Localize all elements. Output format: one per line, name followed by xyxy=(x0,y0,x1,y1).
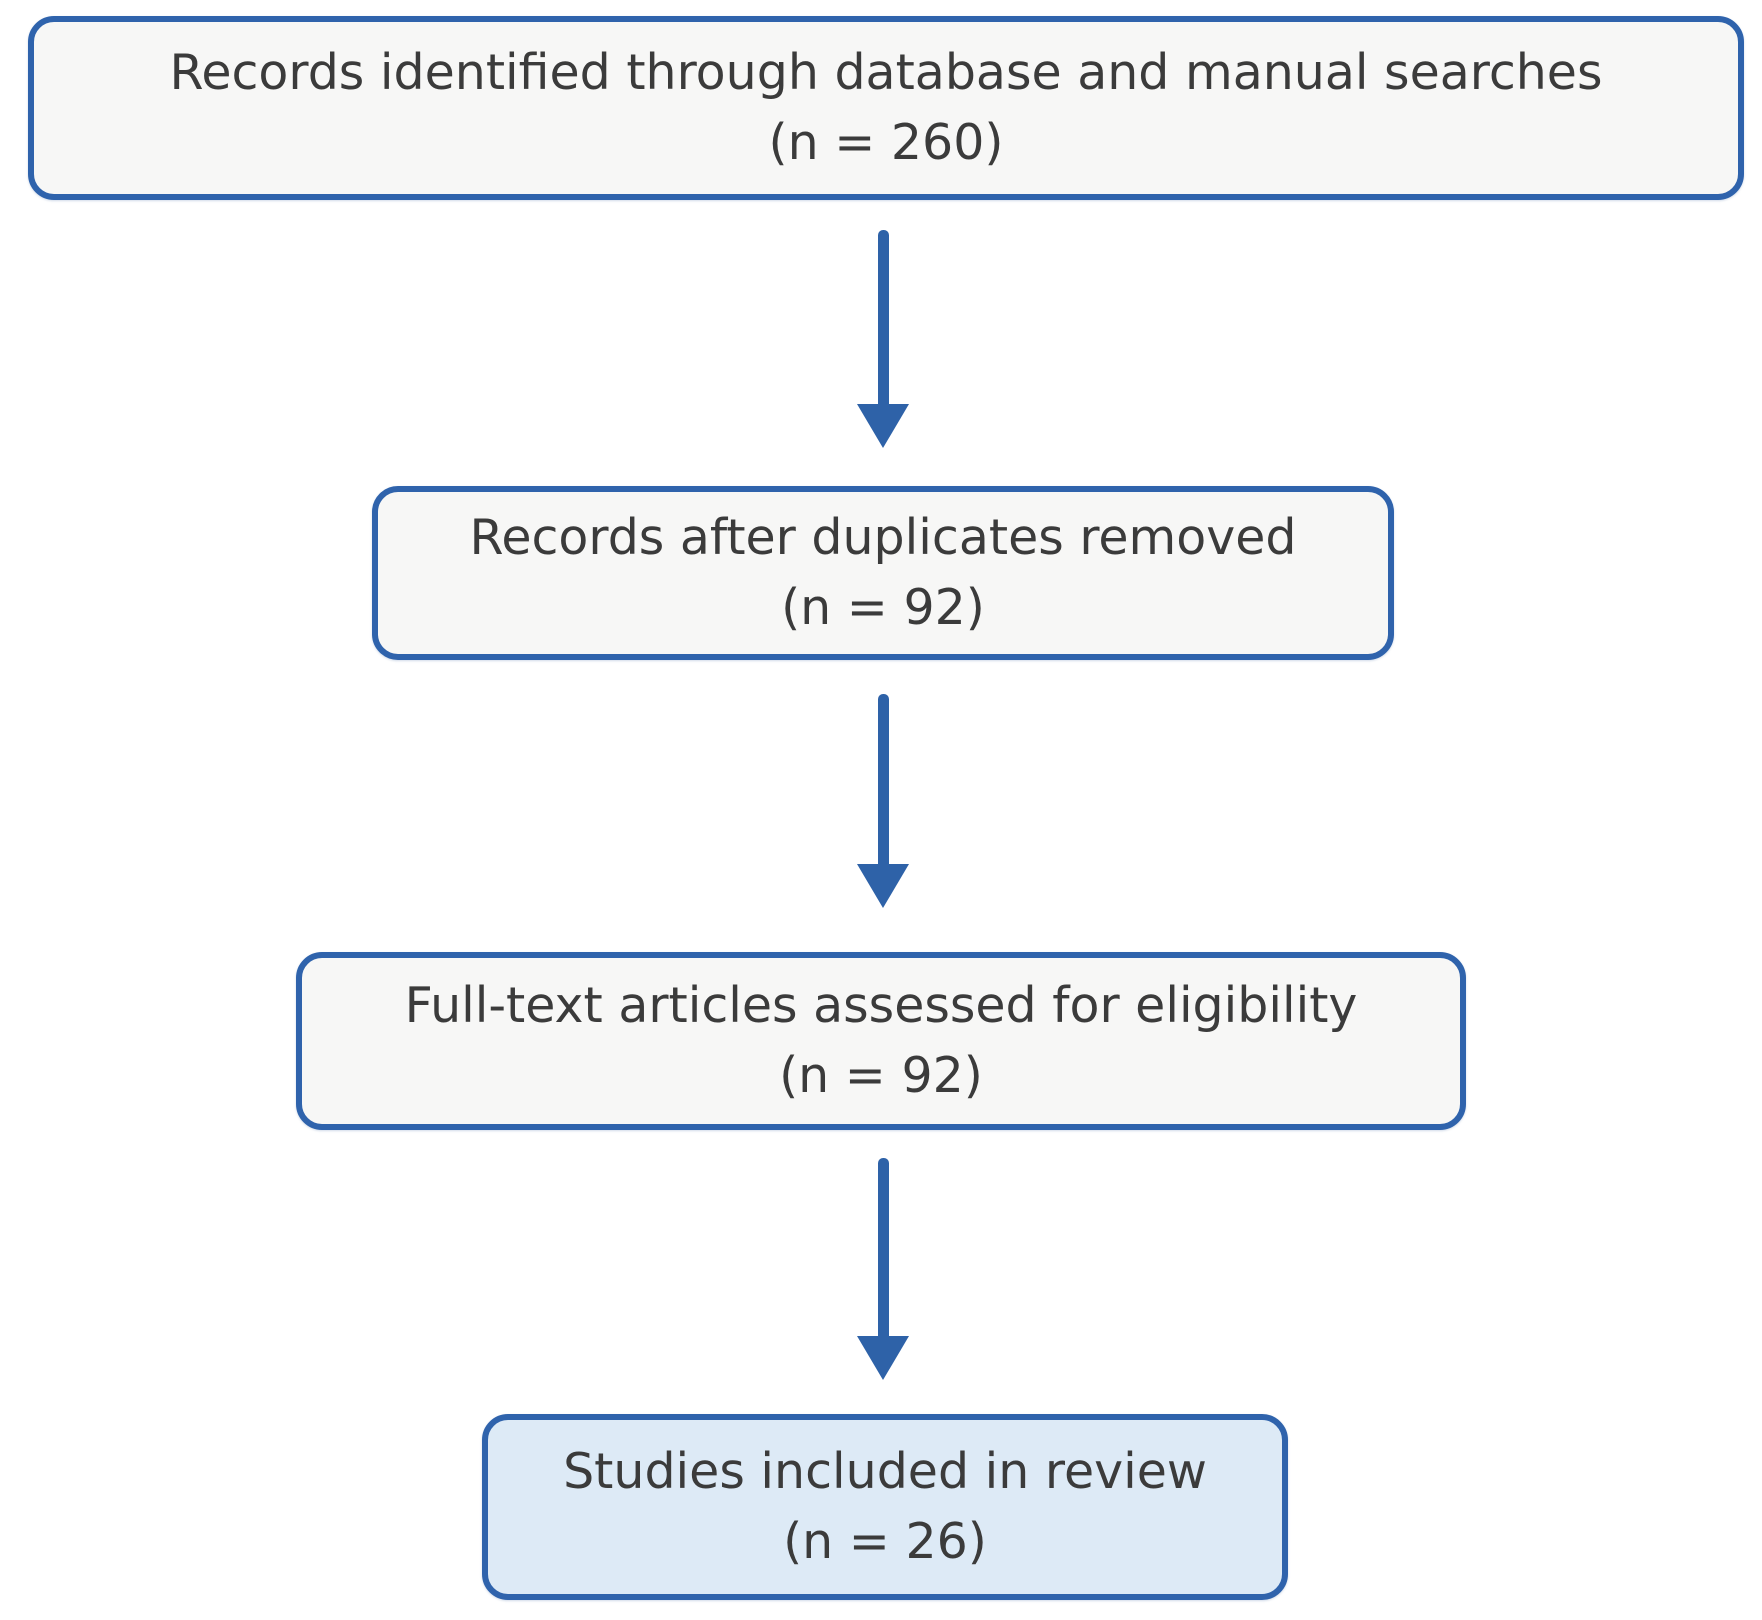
box-count: (n = 26) xyxy=(783,1513,987,1570)
flow-box-duplicates-removed: Records after duplicates removed (n = 92… xyxy=(372,486,1394,660)
arrow-shaft xyxy=(877,1158,889,1336)
arrow-shaft xyxy=(877,230,889,404)
arrow-head-icon xyxy=(857,1336,909,1380)
box-label: Full-text articles assessed for eligibil… xyxy=(404,977,1358,1035)
flow-box-studies-included: Studies included in review (n = 26) xyxy=(482,1414,1288,1600)
down-arrow-3 xyxy=(855,1158,911,1380)
box-count: (n = 92) xyxy=(781,579,985,636)
box-count: (n = 260) xyxy=(768,114,1004,171)
box-label: Records identified through database and … xyxy=(169,44,1603,102)
box-label: Studies included in review xyxy=(563,1443,1207,1501)
arrow-head-icon xyxy=(857,404,909,448)
arrow-head-icon xyxy=(857,864,909,908)
box-label: Records after duplicates removed xyxy=(469,509,1297,567)
arrow-shaft xyxy=(877,694,889,864)
box-count: (n = 92) xyxy=(779,1047,983,1104)
down-arrow-2 xyxy=(855,694,911,908)
flow-box-fulltext-assessed: Full-text articles assessed for eligibil… xyxy=(296,952,1466,1130)
flow-box-records-identified: Records identified through database and … xyxy=(28,16,1744,200)
down-arrow-1 xyxy=(855,230,911,448)
